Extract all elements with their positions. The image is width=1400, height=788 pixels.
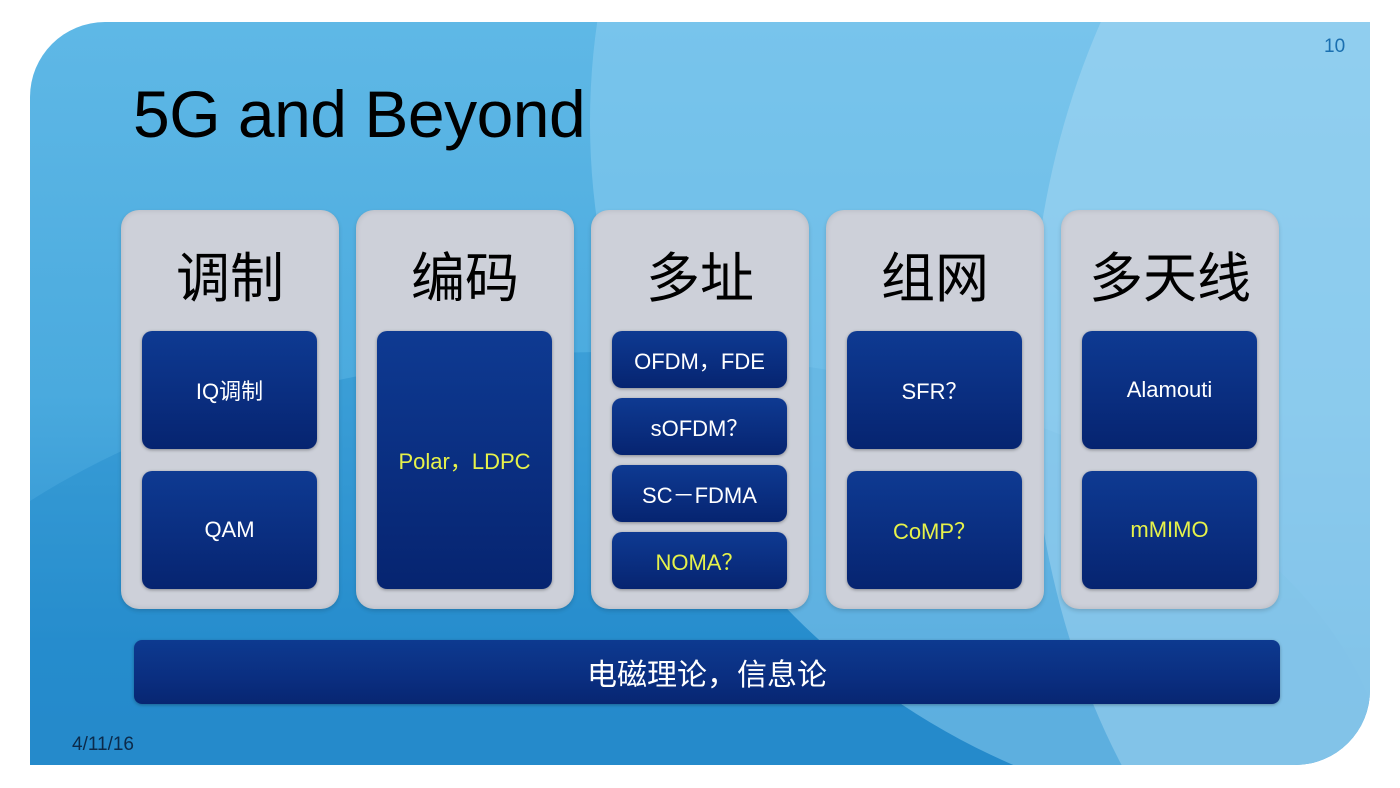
page-number: 10	[1324, 36, 1346, 57]
item-box-highlight: NOMA？	[612, 532, 787, 589]
item-box: SC－FDMA	[612, 465, 787, 522]
column-title: 多天线	[1089, 247, 1251, 310]
item-box: QAM	[142, 471, 317, 589]
slide-date: 4/11/16	[72, 734, 134, 755]
column-coding: 编码 Polar，LDPC	[356, 210, 574, 609]
item-box: SFR？	[847, 331, 1022, 449]
column-title: 组网	[881, 247, 989, 310]
column-networking: 组网 SFR？ CoMP？	[826, 210, 1044, 609]
column-multi-antenna: 多天线 Alamouti mMIMO	[1061, 210, 1279, 609]
item-box-highlight: CoMP？	[847, 471, 1022, 589]
item-box-highlight: Polar，LDPC	[377, 331, 552, 589]
item-box-highlight: mMIMO	[1082, 471, 1257, 589]
column-multiple-access: 多址 OFDM，FDE sOFDM？ SC－FDMA NOMA？	[591, 210, 809, 609]
column-title: 多址	[646, 247, 754, 310]
column-title: 调制	[176, 247, 284, 310]
slide-title: 5G and Beyond	[133, 77, 586, 151]
column-title: 编码	[411, 247, 519, 310]
item-box: Alamouti	[1082, 331, 1257, 449]
item-box: sOFDM？	[612, 398, 787, 455]
item-box: OFDM，FDE	[612, 331, 787, 388]
foundation-bar: 电磁理论，信息论	[134, 640, 1280, 704]
column-modulation: 调制 IQ调制 QAM	[121, 210, 339, 609]
item-box: IQ调制	[142, 331, 317, 449]
